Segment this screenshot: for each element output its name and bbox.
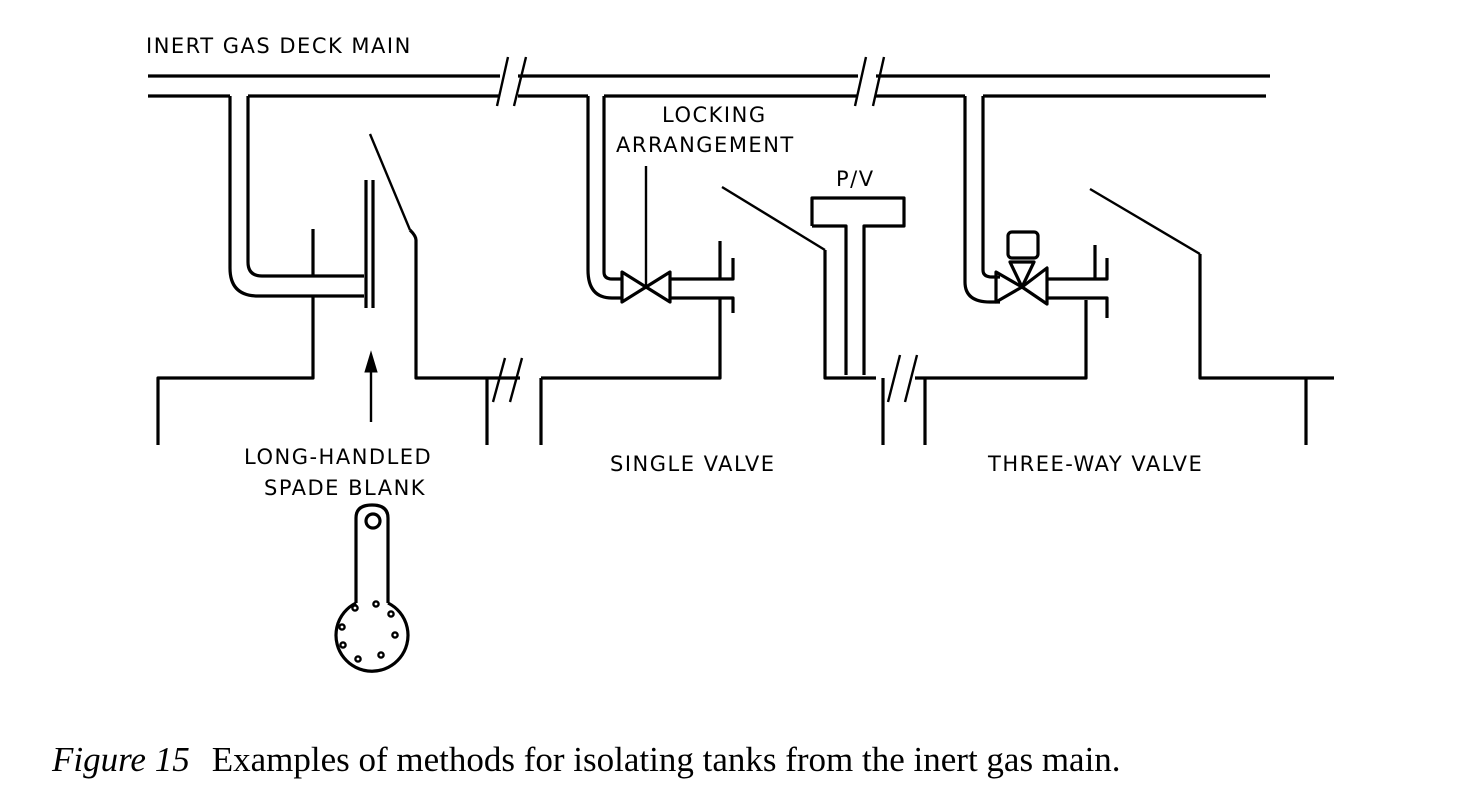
single-valve-assembly — [495, 96, 906, 445]
caption-text: Examples of methods for isolating tanks … — [211, 740, 1121, 779]
three-way-valve-label: THREE-WAY VALVE — [987, 452, 1203, 476]
spade-label-line1: LONG-HANDLED — [244, 445, 432, 469]
locking-label-line1: LOCKING — [662, 103, 767, 127]
pipe-break-icon — [495, 56, 886, 107]
spade-blank-icon — [334, 503, 410, 673]
figure-number: Figure 15 — [52, 740, 190, 779]
deck-main-label: INERT GAS DECK MAIN — [146, 34, 412, 58]
deck-main-pipe — [148, 74, 1270, 98]
three-way-valve-assembly — [915, 96, 1334, 445]
pv-label: P/V — [836, 167, 875, 191]
spade-blank-assembly — [156, 96, 495, 445]
pipe-break-icon — [886, 354, 919, 403]
locking-label-line2: ARRANGEMENT — [616, 133, 795, 157]
pipe-break-icon — [491, 357, 524, 403]
single-valve-label: SINGLE VALVE — [610, 452, 776, 476]
spade-label-line2: SPADE BLANK — [264, 476, 426, 500]
figure-caption: Figure 15 Examples of methods for isolati… — [52, 740, 1121, 780]
